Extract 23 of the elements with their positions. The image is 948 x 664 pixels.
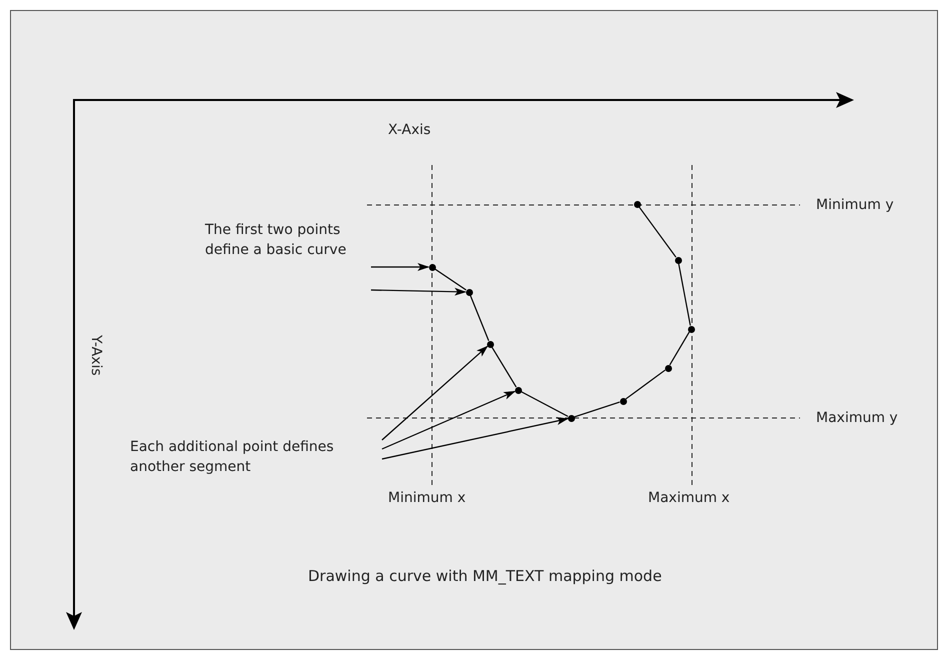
leader-arrow bbox=[371, 263, 430, 271]
axis-label: Y-Axis bbox=[87, 335, 105, 376]
leader-arrow bbox=[382, 390, 516, 450]
curve-segment bbox=[574, 402, 620, 418]
guide-label: Maximum x bbox=[648, 489, 730, 508]
caption: Drawing a curve with MM_TEXT mapping mode bbox=[308, 566, 662, 586]
curve-segment bbox=[491, 346, 517, 388]
guide-label: Minimum x bbox=[388, 489, 466, 508]
curve-segment bbox=[669, 332, 690, 366]
curve-segment bbox=[625, 370, 666, 400]
leader-arrow bbox=[382, 346, 488, 440]
axis-label: X-Axis bbox=[388, 121, 431, 140]
curve-segment bbox=[470, 295, 490, 341]
guide-label: Minimum y bbox=[816, 196, 894, 215]
guide-label: Maximum y bbox=[816, 409, 898, 428]
curve-segment bbox=[520, 391, 568, 417]
annotation-text: The first two points define a basic curve bbox=[205, 220, 371, 260]
curve-segment bbox=[678, 263, 691, 326]
curve-segment bbox=[434, 268, 466, 291]
leader-arrow bbox=[382, 417, 569, 460]
curve-segment bbox=[638, 206, 676, 258]
leader-arrow bbox=[370, 288, 466, 296]
annotation-text: Each additional point defines another segment bbox=[130, 437, 382, 477]
